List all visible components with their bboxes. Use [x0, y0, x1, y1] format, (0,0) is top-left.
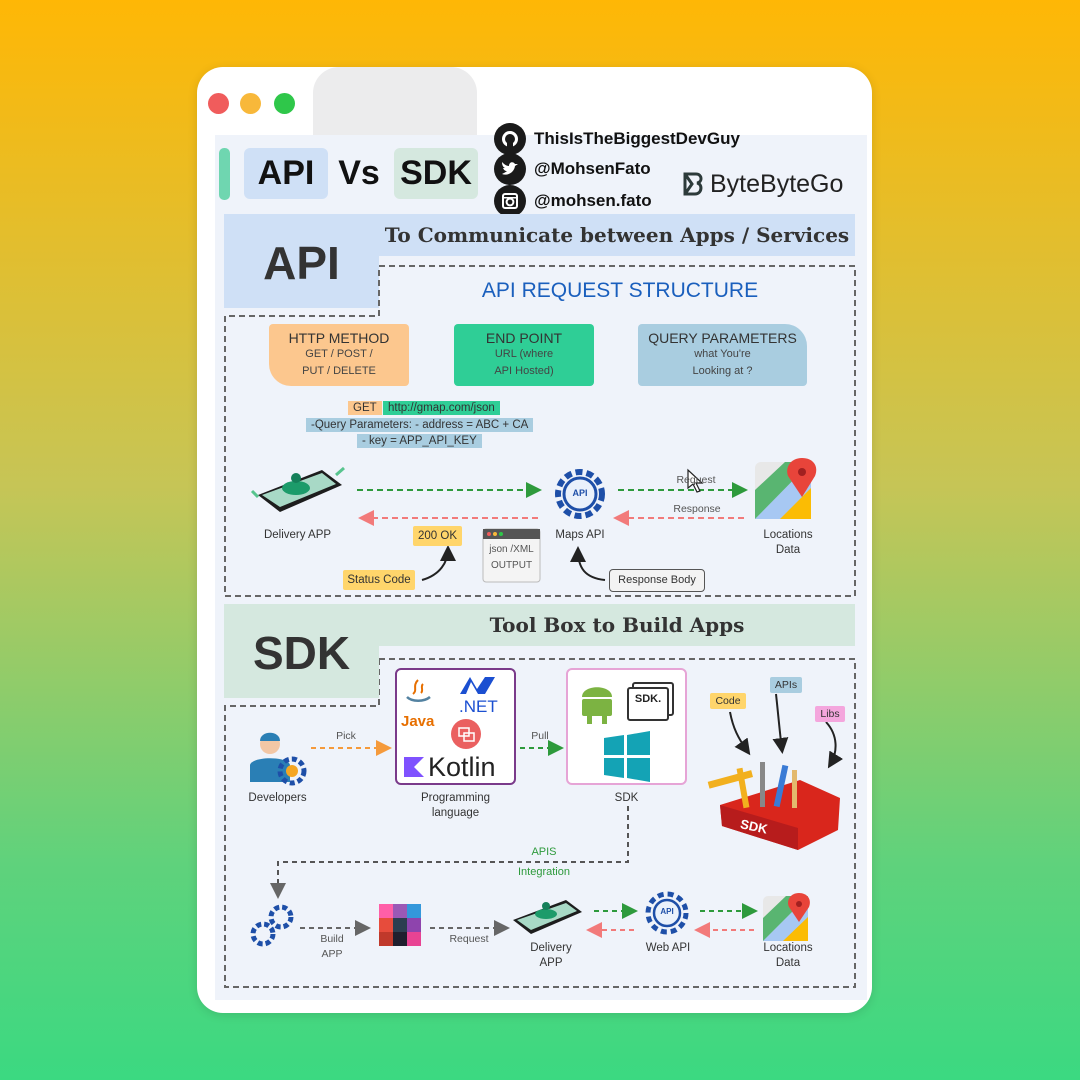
- query-params-box: QUERY PARAMETERS what You're Looking at …: [638, 324, 807, 386]
- locations-label: Locations: [763, 529, 813, 541]
- title-vs: Vs: [338, 154, 380, 192]
- locations-label-2: Locations: [763, 942, 813, 954]
- bytebytego-icon: [683, 172, 703, 195]
- data-label-2: Data: [775, 957, 801, 969]
- sdk-section-label: SDK: [252, 627, 351, 679]
- delivery-app-label: Delivery APP: [263, 529, 332, 541]
- request-arrow-label: Request: [676, 474, 716, 486]
- status-ok-chip: 200 OK: [413, 526, 462, 546]
- dotnet-label: .NET: [459, 697, 498, 716]
- request-method: GET: [348, 401, 382, 415]
- maximize-dot[interactable]: [274, 93, 295, 114]
- http-method-line2: PUT / DELETE: [302, 365, 376, 377]
- end-point-heading: END POINT: [485, 330, 563, 346]
- request-label-2: Request: [449, 933, 489, 945]
- github-icon: [494, 123, 526, 155]
- apis-tag: APIs: [770, 677, 802, 693]
- end-point-line1: URL (where: [494, 348, 554, 360]
- minimize-dot[interactable]: [240, 93, 261, 114]
- api-subtitle: To Communicate between Apps / Services: [384, 223, 850, 247]
- build-app-label: APP: [321, 948, 343, 960]
- api-structure-title: API REQUEST STRUCTURE: [481, 279, 759, 302]
- delivery-label-2: Delivery: [530, 942, 572, 954]
- request-key-line: - key = APP_API_KEY: [357, 434, 482, 448]
- title-sdk: SDK: [394, 148, 478, 199]
- request-url: http://gmap.com/json: [383, 401, 500, 415]
- social-instagram[interactable]: @mohsen.fato: [494, 185, 652, 217]
- twitter-handle: @MohsenFato: [534, 159, 651, 178]
- query-params-heading: QUERY PARAMETERS: [648, 330, 797, 346]
- maps-api-label: Maps API: [555, 529, 605, 541]
- github-handle: ThisIsTheBiggestDevGuy: [534, 129, 740, 148]
- sdk-label-banner: [224, 604, 379, 698]
- pull-label: Pull: [531, 730, 549, 742]
- maps-api-badge: API: [572, 488, 588, 498]
- request-query-line: -Query Parameters: - address = ABC + CA: [306, 418, 534, 432]
- java-label: Java: [401, 713, 435, 730]
- web-api-badge: API: [660, 907, 674, 916]
- twitter-icon: [494, 153, 526, 185]
- end-point-box: END POINT URL (where API Hosted): [454, 324, 594, 386]
- query-params-line2: Looking at ?: [692, 365, 753, 377]
- pick-label: Pick: [336, 730, 356, 742]
- sdk-label: SDK: [614, 792, 639, 804]
- integration-label: Integration: [518, 866, 570, 878]
- status-code-chip: Status Code: [343, 570, 415, 590]
- http-method-box: HTTP METHOD GET / POST / PUT / DELETE: [269, 324, 409, 386]
- developers-label: Developers: [248, 792, 307, 804]
- accent-bar: [219, 148, 230, 200]
- browser-tab[interactable]: [313, 67, 477, 142]
- delivery-app-label-2: APP: [539, 957, 563, 969]
- sdk-subtitle: Tool Box to Build Apps: [489, 613, 745, 637]
- query-params-line1: what You're: [694, 348, 751, 360]
- instagram-icon: [494, 185, 526, 217]
- http-method-line1: GET / POST /: [305, 348, 373, 360]
- language-label: language: [431, 807, 480, 819]
- sdk-card-label: SDK.: [634, 693, 662, 705]
- code-tag: Code: [710, 693, 746, 709]
- close-dot[interactable]: [208, 93, 229, 114]
- http-method-heading: HTTP METHOD: [288, 330, 390, 346]
- build-label: Build: [320, 933, 344, 945]
- response-body-chip: Response Body: [609, 569, 705, 592]
- social-twitter[interactable]: @MohsenFato: [494, 153, 651, 185]
- api-section-label: API: [263, 237, 340, 289]
- apis-label: APIS: [531, 846, 557, 858]
- title-api: API: [244, 148, 328, 199]
- end-point-line2: API Hosted): [494, 365, 554, 377]
- kotlin-label: Kotlin: [428, 752, 496, 782]
- output-format-label: json /XML: [489, 544, 534, 555]
- libs-tag: Libs: [815, 706, 845, 722]
- brand-name: ByteByteGo: [710, 170, 844, 198]
- response-arrow-label: Response: [673, 503, 721, 515]
- brand-logo: ByteByteGo: [682, 170, 843, 199]
- web-api-label: Web API: [645, 942, 691, 954]
- data-label: Data: [775, 544, 801, 556]
- instagram-handle: @mohsen.fato: [534, 191, 652, 210]
- programming-label: Programming: [420, 792, 491, 804]
- output-label: OUTPUT: [490, 560, 533, 571]
- social-github[interactable]: ThisIsTheBiggestDevGuy: [494, 123, 740, 155]
